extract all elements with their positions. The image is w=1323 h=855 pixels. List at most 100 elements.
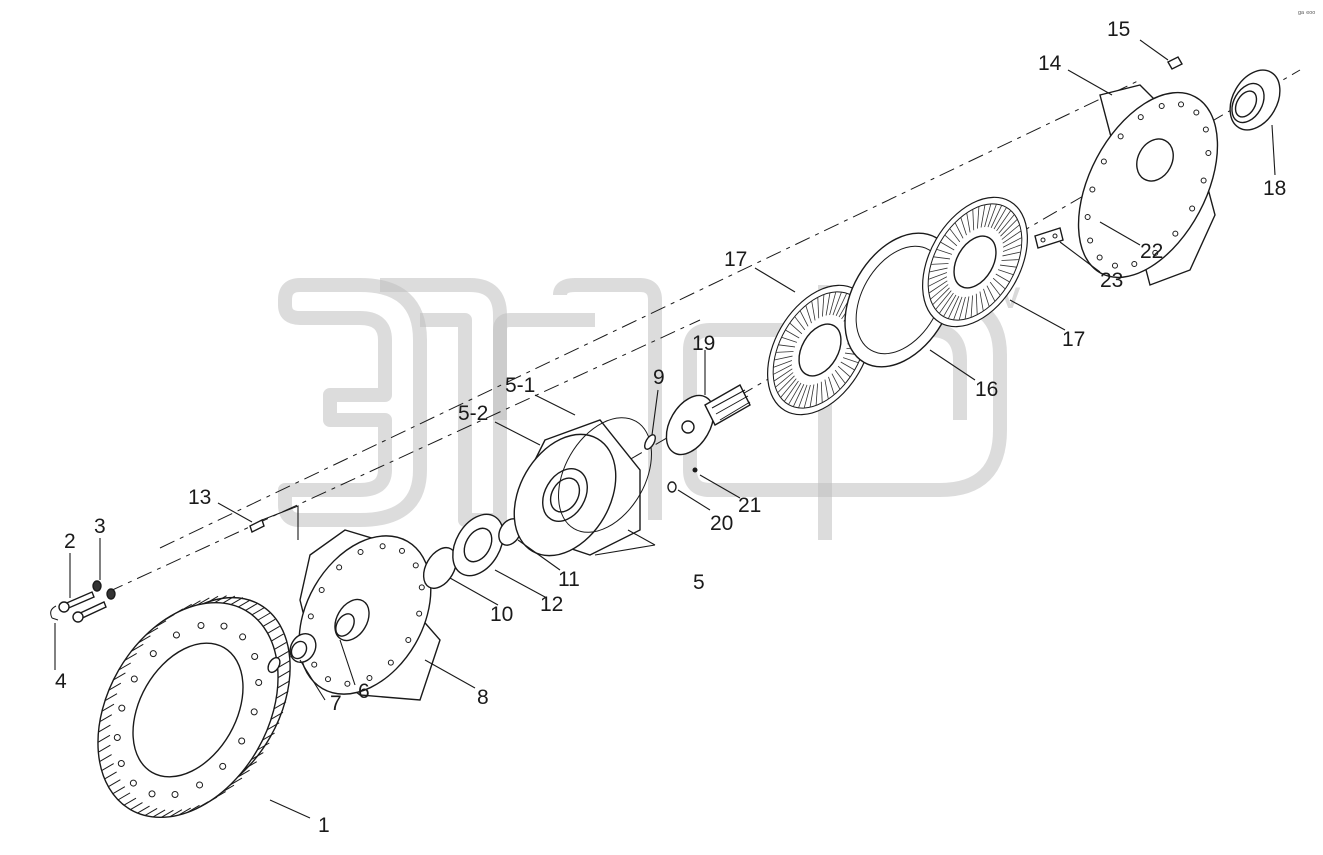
callout-17-rear: 17: [1062, 328, 1085, 351]
washer-lower: [106, 588, 116, 600]
screw-part-20: [667, 481, 677, 493]
friction-hatch-line: [778, 344, 796, 348]
gear-tooth: [108, 682, 122, 691]
seal-ring: [267, 656, 281, 674]
gear-tooth: [131, 643, 144, 652]
friction-hatch-line: [998, 214, 1015, 234]
callout-13: 13: [188, 486, 211, 509]
friction-disc-bore-rear: [953, 235, 997, 289]
gear-tooth: [267, 625, 280, 634]
friction-hatch-line: [928, 276, 948, 287]
gear-tooth: [144, 808, 158, 816]
gear-tooth: [245, 602, 258, 611]
callout-14: 14: [1038, 52, 1062, 75]
flange-part-9: [644, 434, 656, 450]
leader-7: [299, 659, 326, 701]
gear-tooth: [117, 792, 131, 801]
bolt-hole: [129, 779, 137, 787]
gear-tooth: [153, 620, 167, 629]
bolt-hole: [1189, 205, 1196, 212]
gear-tooth: [275, 690, 289, 699]
leader-17a: [754, 267, 796, 293]
gear-tooth: [179, 603, 192, 612]
gear-tooth: [244, 761, 257, 770]
leader-9: [651, 389, 659, 436]
gear-tooth: [205, 595, 219, 604]
bolt-hole: [130, 675, 138, 683]
gear-tooth: [104, 693, 118, 702]
friction-hatch-line: [789, 322, 803, 335]
friction-hatch-line: [996, 210, 1012, 232]
gear-tooth: [257, 742, 270, 751]
friction-hatch-line: [947, 296, 960, 319]
gear-tooth: [262, 618, 276, 627]
bearing-part-18: [1229, 69, 1281, 131]
lock-wire: [50, 605, 59, 621]
bolt-part-2: [58, 591, 107, 623]
leader-5: [594, 529, 656, 556]
friction-hatch-line: [930, 284, 949, 300]
friction-hatch-line: [989, 281, 1001, 296]
gear-part-1: [97, 595, 291, 819]
gear-tooth: [274, 641, 287, 650]
gear-tooth: [277, 680, 290, 689]
gear-tooth: [277, 660, 290, 669]
friction-hatch-line: [832, 291, 842, 316]
gear-tooth: [104, 771, 117, 780]
gear-tooth: [196, 801, 209, 810]
friction-hatch-line: [929, 267, 948, 273]
friction-hatch-line: [835, 293, 848, 316]
shaft-part-19: [665, 384, 751, 456]
callout-5-1: 5-1: [505, 374, 535, 397]
gear-tooth: [101, 703, 115, 712]
bolt-hole: [399, 547, 405, 554]
friction-hatch-line: [822, 294, 825, 317]
gear-tooth: [112, 786, 126, 795]
shaft-centre: [681, 420, 695, 434]
callout-17-front: 17: [724, 248, 747, 271]
friction-hatch-line: [999, 264, 1017, 268]
friction-hatch-line: [930, 263, 949, 265]
friction-hatch-line: [773, 364, 793, 375]
bearing-part-7: [267, 632, 317, 674]
friction-hatch-line: [799, 310, 809, 327]
cover-bolt-holes: [1084, 101, 1212, 269]
gear-tooth: [251, 752, 264, 761]
gear-tooth: [101, 763, 114, 772]
callout-4: 4: [55, 670, 67, 693]
bolt-hole: [197, 622, 205, 629]
bolt-head-upper: [58, 601, 70, 613]
friction-hatch-line: [953, 296, 963, 321]
friction-disc-hatch: [773, 291, 867, 409]
bolt-hole: [1111, 262, 1118, 269]
bolt-hole: [251, 653, 259, 660]
bolt-hole: [1178, 101, 1185, 108]
callout-10: 10: [490, 603, 513, 626]
gear-bore: [132, 642, 244, 778]
friction-hatch-line: [781, 336, 798, 343]
bolt-hole: [1117, 133, 1124, 140]
leader-11: [517, 539, 561, 571]
bolt-hole: [336, 564, 343, 571]
friction-hatch-line: [932, 287, 950, 306]
callout-16: 16: [975, 378, 998, 401]
leader-5-1: [534, 394, 576, 416]
friction-hatch-line: [815, 383, 818, 406]
friction-hatch-line: [928, 280, 948, 294]
bolt-hole: [118, 704, 126, 712]
leader-1: [269, 799, 311, 819]
gear-tooth: [214, 595, 227, 604]
bolt-hole: [318, 587, 325, 593]
gear-tooth: [152, 809, 166, 818]
friction-hatch-line: [824, 379, 829, 400]
bolt-hole: [1087, 237, 1094, 244]
friction-hatch-line: [828, 376, 835, 395]
bolt-hole: [344, 680, 351, 687]
gear-tooth: [273, 701, 287, 710]
gear-teeth: [97, 595, 291, 818]
bolt-hole: [219, 762, 227, 770]
friction-hatch-line: [817, 297, 820, 319]
leader-18: [1271, 124, 1276, 176]
friction-hatch-line: [940, 241, 955, 251]
